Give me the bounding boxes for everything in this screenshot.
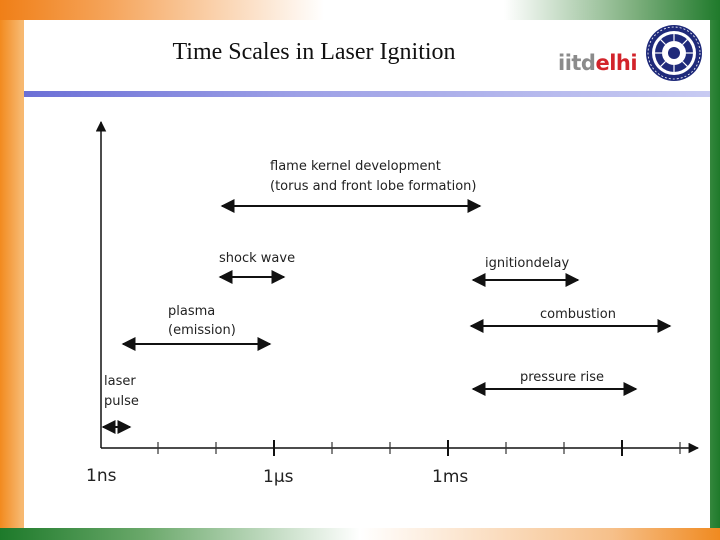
- pressure-rise-label: pressure rise: [520, 370, 604, 385]
- iitd-seal-icon: [646, 25, 702, 81]
- tick-label-1ms: 1ms: [432, 467, 468, 487]
- slide-canvas: [24, 20, 710, 528]
- flame-kernel-label-line2: (torus and front lobe formation): [270, 179, 476, 194]
- slide-title: Time Scales in Laser Ignition: [172, 39, 456, 65]
- bottom-color-band: [0, 528, 720, 540]
- major-ticks: [273, 440, 623, 456]
- title-underline: [24, 91, 710, 97]
- minor-ticks: [157, 442, 681, 454]
- ignition-delay-label: ignitiondelay: [485, 256, 569, 271]
- combustion-label: combustion: [540, 307, 616, 322]
- logo-text-part1: iitd: [558, 51, 596, 75]
- shock-wave-label: shock wave: [219, 251, 295, 266]
- iitd-logo-text: iitdelhi: [558, 50, 638, 76]
- top-color-band: [0, 0, 720, 20]
- plasma-label-line1: plasma: [168, 304, 215, 319]
- laser-pulse-label-line2: pulse: [104, 394, 139, 409]
- plasma-label-line2: (emission): [168, 323, 236, 338]
- tick-label-1us: 1μs: [263, 467, 294, 487]
- flame-kernel-label-line1: flame kernel development: [270, 159, 441, 174]
- laser-pulse-label-line1: laser: [104, 374, 136, 389]
- tick-label-1ns: 1ns: [86, 466, 117, 486]
- logo-text-part2: elhi: [595, 51, 638, 75]
